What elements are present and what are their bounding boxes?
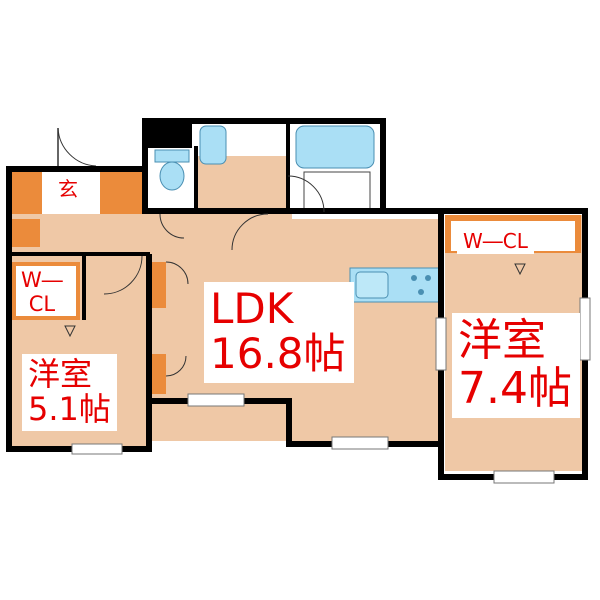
wall-top-center <box>142 118 384 124</box>
fixtures <box>154 125 441 303</box>
wall-small-closet-right <box>82 254 86 320</box>
ldk-label: LDK 16.8帖 <box>204 282 354 383</box>
western-room-small-name: 洋室 <box>28 355 93 393</box>
ldk-size: 16.8帖 <box>210 329 346 379</box>
arrow-down-icon-small <box>64 325 76 338</box>
wall-utility-right <box>286 118 290 214</box>
stove-icon <box>411 275 417 281</box>
toilet-icon <box>159 161 185 191</box>
door-swing-toilet <box>159 213 185 239</box>
entrance-name: 玄 <box>58 177 78 201</box>
wall-corridor-top <box>142 208 292 214</box>
corridor-closet <box>12 219 40 247</box>
window-large-right <box>579 297 591 361</box>
door-swing-utility <box>287 175 325 213</box>
arrow-down-icon <box>514 263 526 276</box>
wall-mid-left <box>146 254 152 452</box>
refrigerator-icon <box>303 171 371 211</box>
door-swing-small-room <box>103 255 143 295</box>
kitchen-sink-icon <box>355 271 389 299</box>
wall-outer-left <box>6 166 12 452</box>
closet-large-label: W―CL <box>457 228 534 254</box>
door-swing-ldk-closet-2 <box>165 355 187 377</box>
western-room-small-size: 5.1帖 <box>28 389 111 428</box>
bathtub-icon <box>295 125 375 169</box>
closet-large-name: W―CL <box>463 229 528 253</box>
western-room-small-label: 洋室 5.1帖 <box>22 354 117 432</box>
shoe-closet-left <box>12 172 42 214</box>
windows <box>71 297 591 484</box>
window-ldk-1 <box>187 393 245 407</box>
door-swing-ldk-closet <box>165 261 189 285</box>
shoe-closet-right <box>100 172 142 214</box>
wall-ldk-step <box>286 398 292 447</box>
ldk-name: LDK <box>210 284 294 333</box>
wall-bath-right <box>380 118 386 214</box>
door-swings <box>103 175 325 377</box>
toilet-tank <box>154 149 190 163</box>
wall-toilet-right <box>194 146 198 212</box>
window-large-bottom <box>493 470 555 484</box>
stove-burner-3 <box>418 289 424 295</box>
utility-floor <box>198 156 288 214</box>
stove-burner-2 <box>425 275 431 281</box>
ldk-closet-2 <box>152 354 166 394</box>
closet-small-line1: W― <box>21 268 63 292</box>
washbasin-icon <box>199 125 227 165</box>
door-swing-ldk <box>231 213 269 251</box>
ldk-closet-1 <box>152 262 166 308</box>
door-swing-icon <box>57 127 97 167</box>
wall-outer-top-left <box>6 166 142 172</box>
wall-ldk-top <box>286 208 445 214</box>
entrance-label: 玄 <box>54 176 82 202</box>
window-ldk-right <box>435 317 447 371</box>
window-icon <box>71 443 123 455</box>
closet-small-line2: CL <box>28 292 56 316</box>
wall-large-top <box>438 208 588 214</box>
wall-small-closet-div <box>12 252 150 256</box>
western-room-large-name: 洋室 <box>458 315 546 366</box>
wall-toilet-left <box>142 118 148 214</box>
window-ldk-2 <box>331 436 389 450</box>
western-room-large-size: 7.4帖 <box>458 362 572 414</box>
western-room-large-label: 洋室 7.4帖 <box>452 313 580 419</box>
closet-small-label: W― CL <box>18 268 66 316</box>
